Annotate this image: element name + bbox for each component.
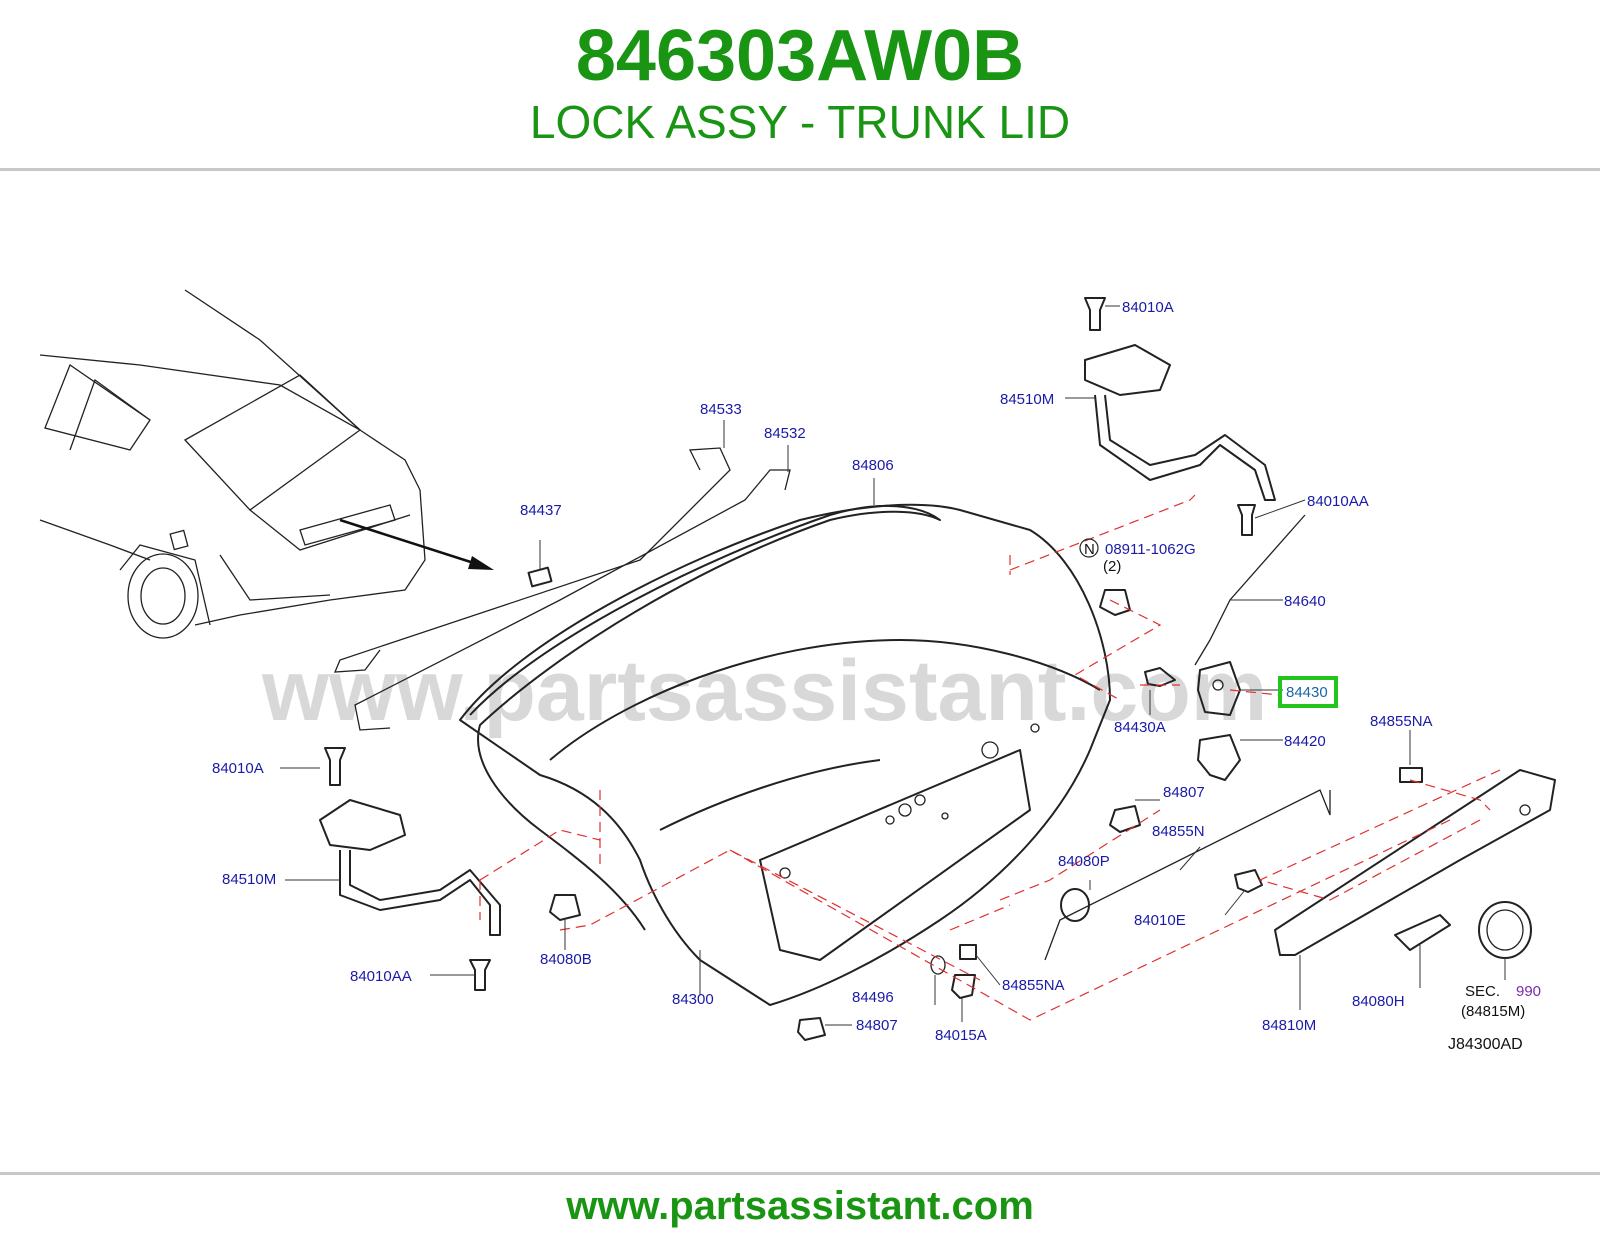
label-84010AA-left[interactable]: 84010AA: [350, 968, 412, 985]
weatherstrip-84806: [469, 505, 941, 931]
label-84430A[interactable]: 84430A: [1114, 719, 1166, 736]
small-fasteners: [549, 767, 1423, 1041]
label-84510M-left[interactable]: 84510M: [222, 871, 276, 888]
label-84510M-top[interactable]: 84510M: [1000, 391, 1054, 408]
label-84855NA-top[interactable]: 84855NA: [1370, 713, 1433, 730]
label-84010E[interactable]: 84010E: [1134, 912, 1186, 929]
footer-divider: [0, 1172, 1600, 1175]
label-84010A-top[interactable]: 84010A: [1122, 299, 1174, 316]
hinge-right-84510M: [1084, 297, 1276, 536]
diagram-code: J84300AD: [1448, 1036, 1523, 1053]
label-section-number[interactable]: 990: [1516, 983, 1541, 1000]
label-84532[interactable]: 84532: [764, 425, 806, 442]
watermark-text: www.partsassistant.com: [261, 643, 1267, 739]
label-84807-mid[interactable]: 84807: [1163, 784, 1205, 801]
label-84015A[interactable]: 84015A: [935, 1027, 987, 1044]
normal-part-badge: [1079, 538, 1099, 558]
hinge-left-84510M: [319, 747, 501, 991]
rod-84533: [333, 447, 731, 673]
label-84010AA-top[interactable]: 84010AA: [1307, 493, 1369, 510]
label-84080H[interactable]: 84080H: [1352, 993, 1405, 1010]
label-84533[interactable]: 84533: [700, 401, 742, 418]
trunk-lid-84300: [459, 503, 1111, 1006]
rod-84640: [1194, 514, 1306, 666]
label-84810M[interactable]: 84810M: [1262, 1017, 1316, 1034]
exploded-diagram: www.partsassistant.com: [39, 289, 1556, 1053]
strip-84855N: [1044, 789, 1331, 961]
page-title-part-number: 846303AW0B: [575, 16, 1025, 96]
header-divider: [0, 168, 1600, 171]
label-84855NA-bottom[interactable]: 84855NA: [1002, 977, 1065, 994]
label-84080B[interactable]: 84080B: [540, 951, 592, 968]
label-08911-1062G[interactable]: 08911-1062G: [1105, 541, 1196, 558]
leader-lines: [280, 305, 1506, 1026]
label-section-reference: (84815M): [1461, 1003, 1525, 1020]
lock-assembly-84430: [1099, 589, 1241, 781]
label-section-prefix: SEC.: [1465, 983, 1500, 1000]
label-84430[interactable]: 84430: [1286, 684, 1328, 701]
label-84300[interactable]: 84300: [672, 991, 714, 1008]
label-08911-qty: (2): [1103, 558, 1121, 575]
clip-84437: [527, 540, 553, 588]
label-84807-bottom[interactable]: 84807: [856, 1017, 898, 1034]
assembly-guide-lines: [479, 494, 1501, 1021]
label-84496[interactable]: 84496: [852, 989, 894, 1006]
label-84437[interactable]: 84437: [520, 502, 562, 519]
footer-site-url[interactable]: www.partsassistant.com: [566, 1184, 1034, 1228]
label-84080P[interactable]: 84080P: [1058, 853, 1110, 870]
label-84855N[interactable]: 84855N: [1152, 823, 1205, 840]
rod-84532: [354, 469, 791, 731]
label-84640[interactable]: 84640: [1284, 593, 1326, 610]
vehicle-silhouette: [39, 289, 494, 639]
page-subtitle-part-name: LOCK ASSY - TRUNK LID: [529, 96, 1071, 148]
highlight-box-84430: [1278, 676, 1338, 708]
normal-part-badge-letter: N: [1084, 541, 1095, 558]
label-84806[interactable]: 84806: [852, 457, 894, 474]
label-84420[interactable]: 84420: [1284, 733, 1326, 750]
label-84010A-left[interactable]: 84010A: [212, 760, 264, 777]
garnish-84810M: [1274, 769, 1556, 959]
